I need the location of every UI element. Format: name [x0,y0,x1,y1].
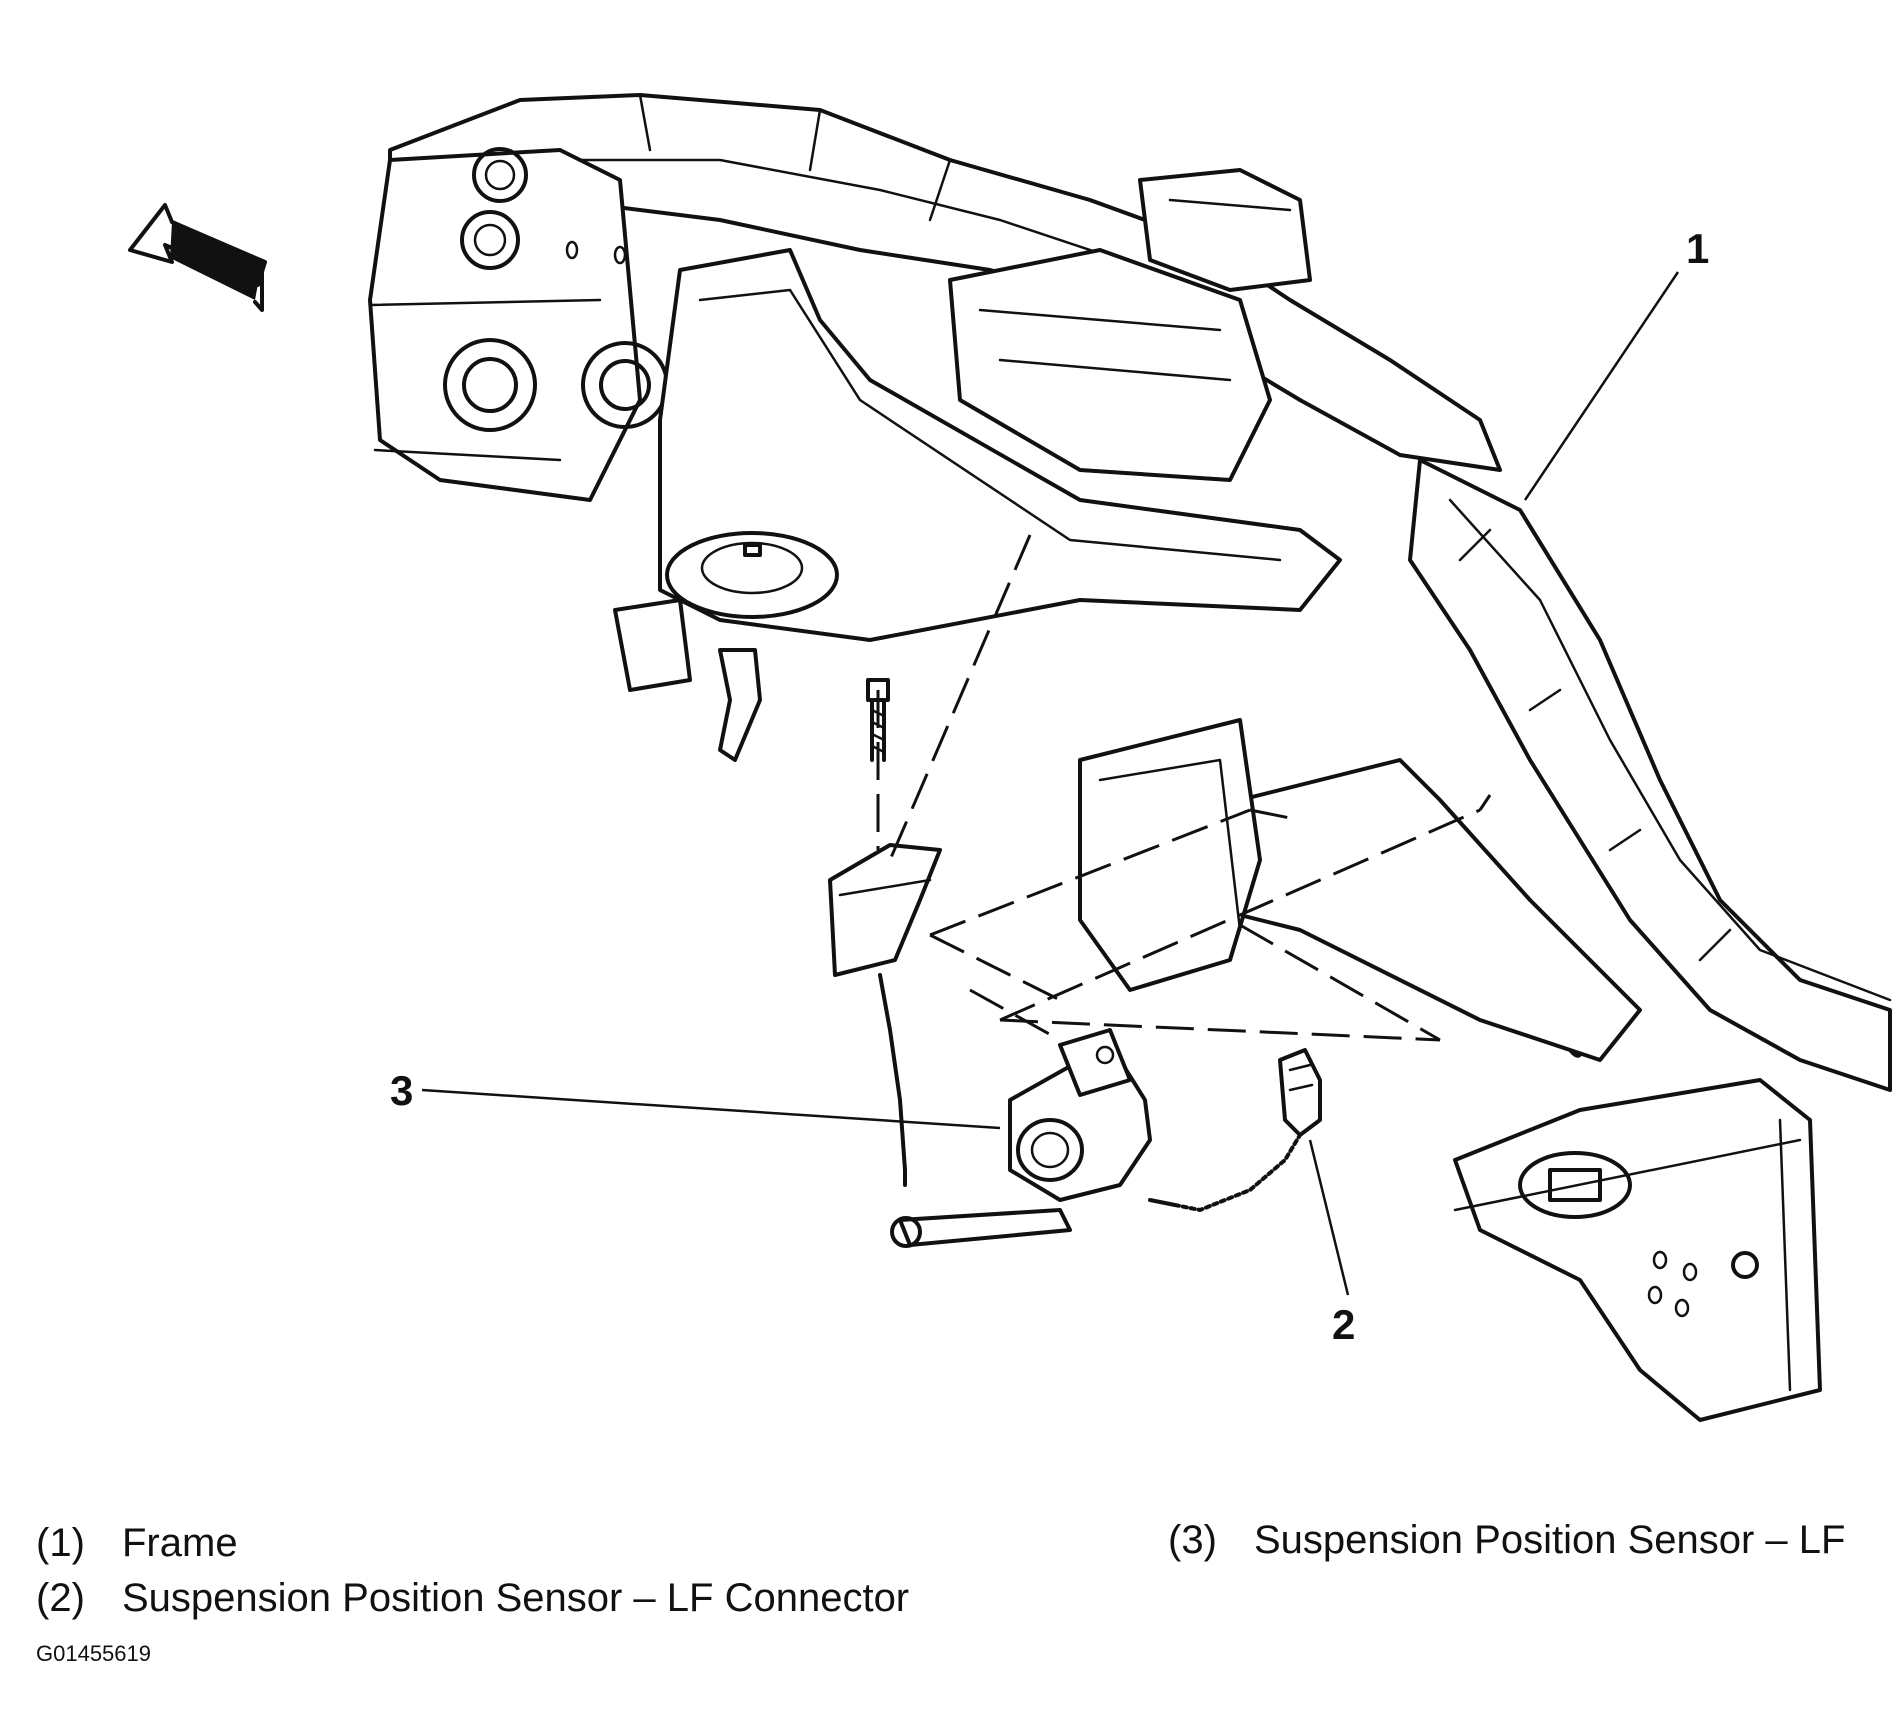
legend-text: Suspension Position Sensor – LF Connecto… [122,1576,910,1620]
legend-number: (2) [36,1576,85,1620]
legend-item-connector: (2) Suspension Position Sensor – LF Conne… [36,1578,909,1618]
callout-2: 2 [1332,1301,1356,1348]
main-frame-rail [1408,458,1892,1092]
alignment-lines [876,534,1492,1042]
figure-id: G01455619 [36,1641,151,1666]
front-direction-arrow-icon [128,203,267,312]
legend-item-sensor: (3) Suspension Position Sensor – LF [1168,1520,1845,1560]
callout-3: 3 [390,1067,414,1114]
front-frame-bracket [368,147,669,502]
shock-tower [948,168,1312,482]
suspension-position-sensor [890,1028,1177,1248]
upper-control-arm [613,248,1342,762]
leader-lines [421,271,1680,1296]
legend-text: Frame [122,1521,238,1565]
legend-item-frame: (1) Frame [36,1523,238,1563]
sensor-bracket-plate [1078,718,1262,992]
lower-control-arm [1158,758,1822,1422]
legend-number: (1) [36,1521,85,1565]
suspension-sensor-illustration [128,93,1892,1422]
sensor-connector [1173,1048,1322,1212]
sensor-link-bracket [828,843,942,1187]
legend-number: (3) [1168,1518,1217,1562]
callout-1: 1 [1686,225,1710,272]
legend-text: Suspension Position Sensor – LF [1254,1518,1846,1562]
